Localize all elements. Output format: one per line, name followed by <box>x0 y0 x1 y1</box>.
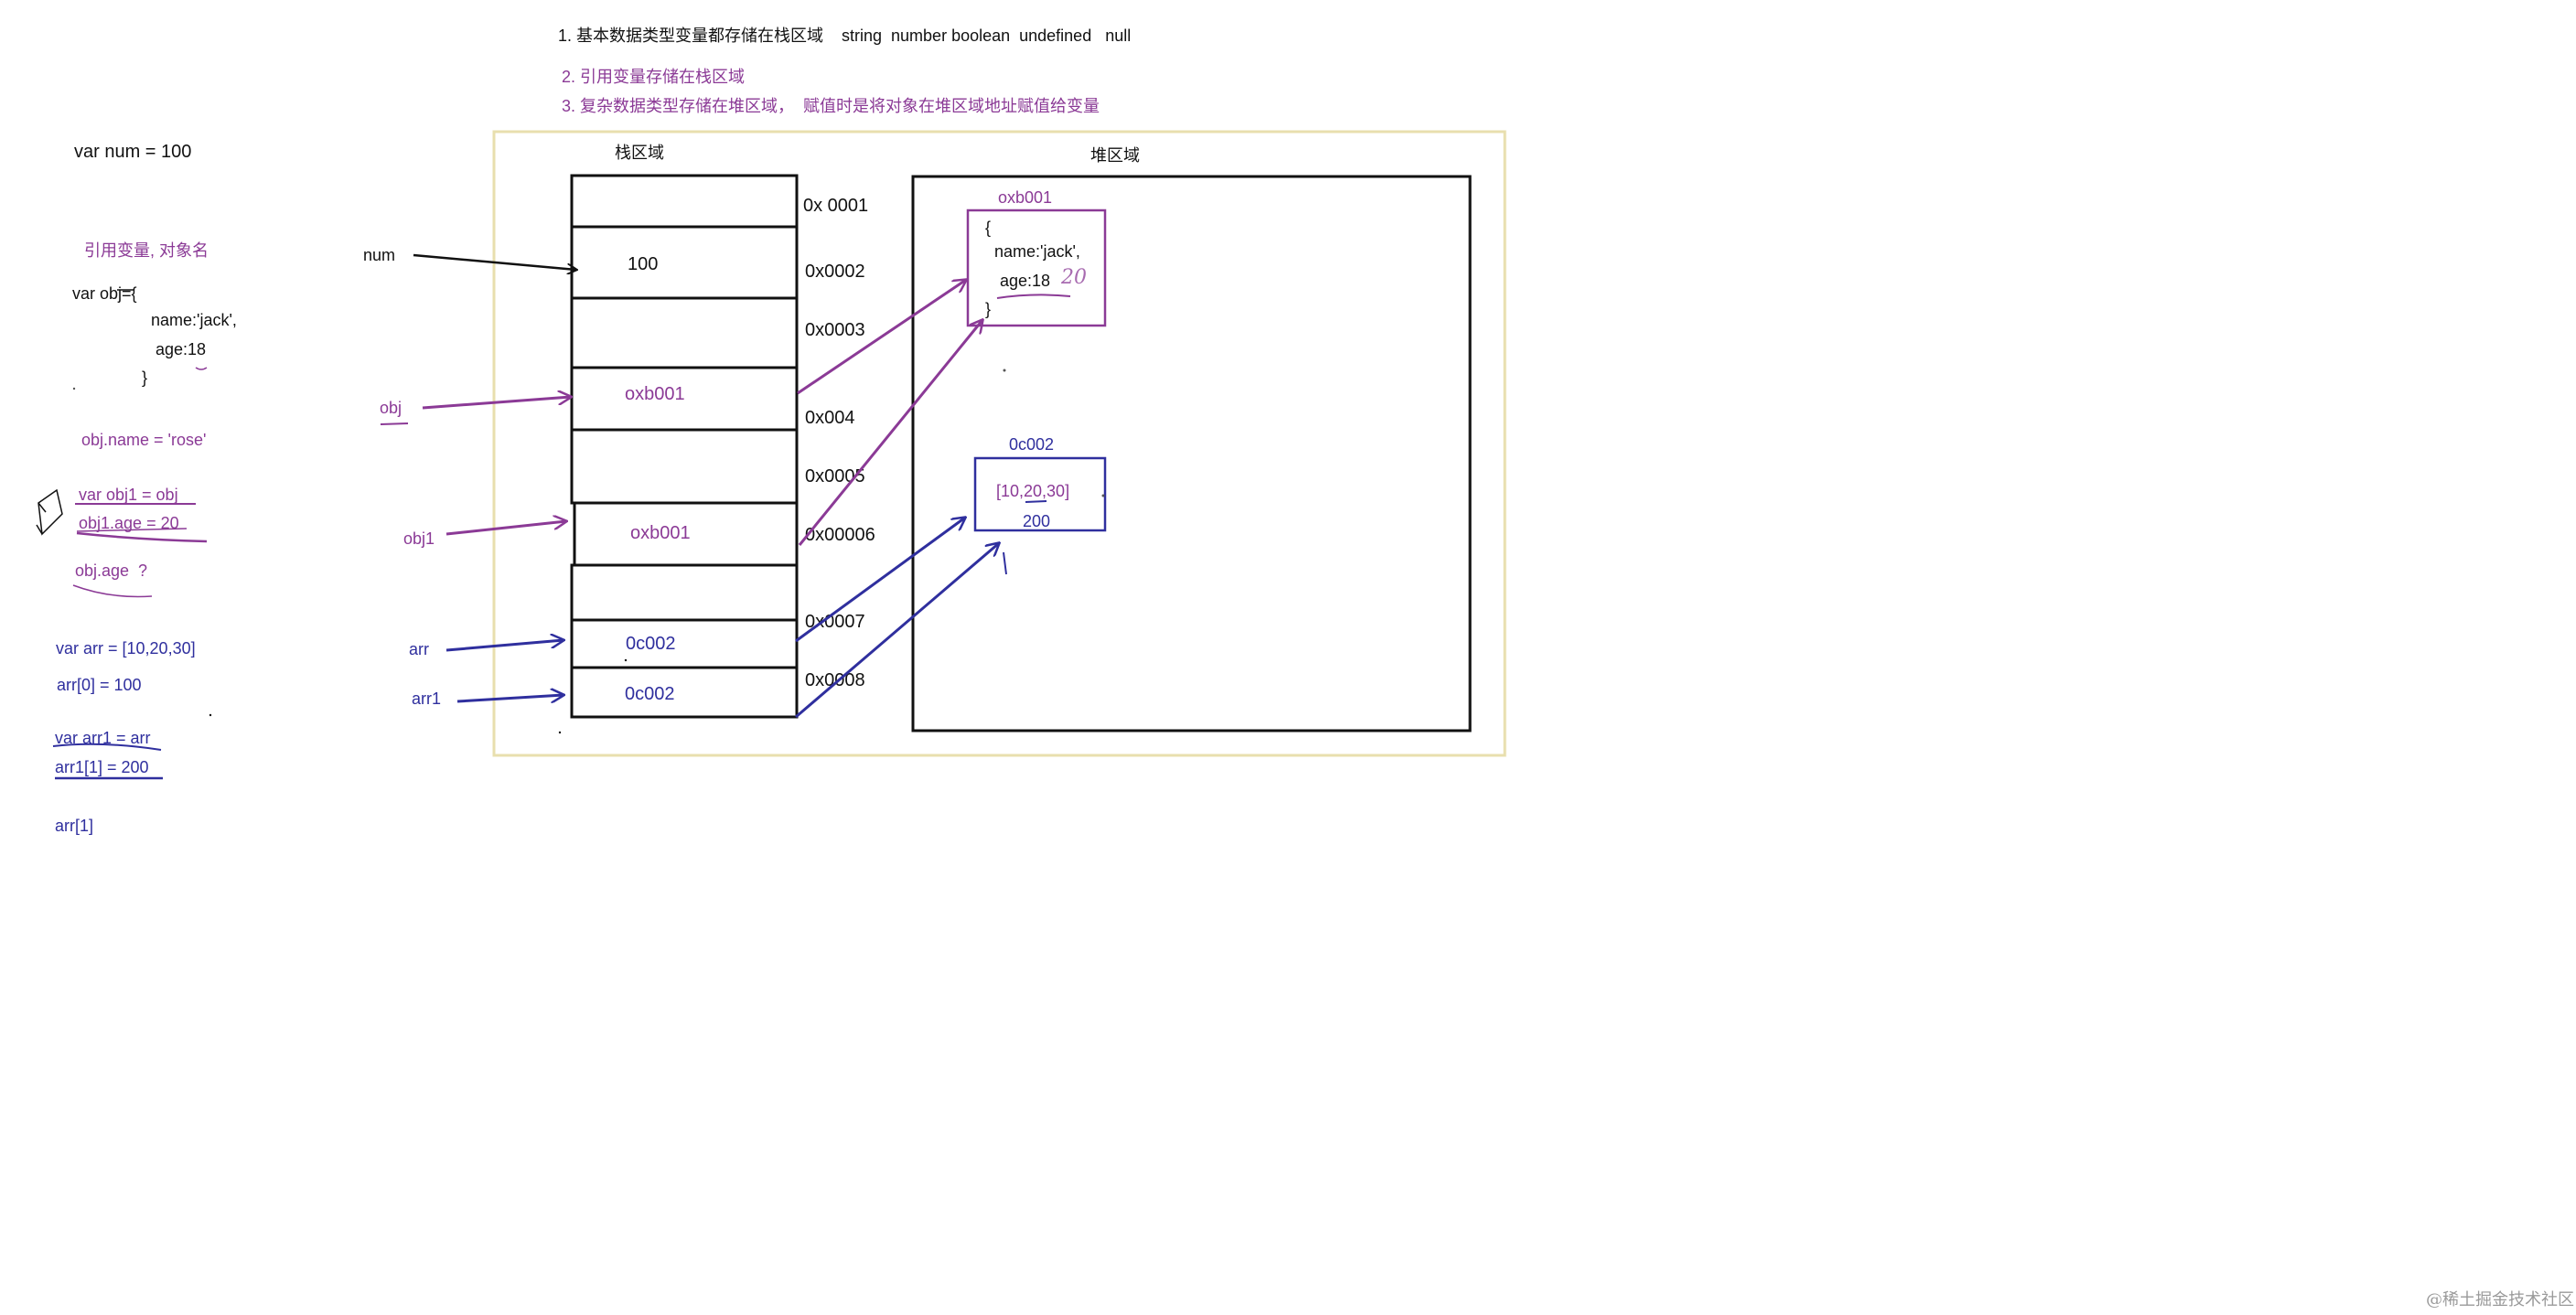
stack-cell-6 <box>573 501 799 567</box>
heap-array-box <box>973 456 1107 532</box>
code-obj-name-assign: obj.name = 'rose' <box>81 431 207 449</box>
var-label-obj1: obj1 <box>403 529 435 548</box>
stack-cell-1 <box>570 174 799 229</box>
code-obj1-age-assign: obj1.age = 20 <box>79 514 179 532</box>
code-ref-heading: 引用变量, 对象名 <box>84 241 209 260</box>
heap-area <box>911 175 1472 732</box>
stack-column <box>570 174 799 719</box>
arrow-obj-to-stack <box>422 397 571 410</box>
stack-cell-7 <box>570 563 799 622</box>
ink-dot <box>1101 494 1105 497</box>
stack-address-1: 0x 0001 <box>803 196 869 216</box>
heap-object-address: oxb001 <box>998 188 1053 207</box>
arrow-stack-arr1-to-heap <box>795 543 999 719</box>
arrow-arr1-to-stack <box>456 695 564 701</box>
stack-cell-5 <box>570 428 799 505</box>
heap-array-scribble-200: 200 <box>1023 512 1051 530</box>
stack-cell-4 <box>570 366 799 432</box>
heap-object-name: name:'jack', <box>994 242 1080 261</box>
stack-address-3: 0x0003 <box>805 320 865 340</box>
note-complex-on-heap: 3. 复杂数据类型存储在堆区域， 赋值时是将对象在堆区域地址赋值给变量 <box>562 97 1100 115</box>
code-arr0-assign: arr[0] = 100 <box>57 676 142 694</box>
code-arr1-query: arr[1] <box>55 817 94 835</box>
heap-array-underline <box>1025 500 1047 503</box>
heap-object-open-brace: { <box>985 219 992 237</box>
code-obj-line3: age:18 <box>156 340 207 358</box>
arrow-num-to-stack <box>413 253 576 270</box>
ink-dot <box>1003 369 1006 372</box>
stack-address-4: 0x004 <box>805 408 855 428</box>
arrow-stack-obj-to-heap <box>797 280 966 395</box>
code-num-decl: var num = 100 <box>74 142 192 162</box>
stack-address-6: 0x00006 <box>805 525 875 545</box>
var-label-arr: arr <box>409 640 429 658</box>
note-primitive-on-stack: 1. 基本数据类型变量都存储在栈区域 string number boolean… <box>558 27 1132 45</box>
heap-object-scribble-20: 20 <box>1061 266 1087 289</box>
heap-array-address: 0c002 <box>1009 435 1055 454</box>
memory-frame <box>492 130 1507 757</box>
code-obj-line4: } <box>142 369 148 387</box>
heap-object-age: age:18 <box>1000 272 1051 290</box>
var-label-num: num <box>363 246 396 264</box>
stack-cell-8 <box>570 618 799 669</box>
heap-object-close-brace: } <box>985 300 992 318</box>
pencil-icon <box>36 488 63 536</box>
note-reference-on-stack: 2. 引用变量存储在栈区域 <box>562 68 746 86</box>
var-label-obj: obj <box>380 399 402 417</box>
code-obj-line2: name:'jack', <box>151 311 237 329</box>
stack-cell-2 <box>570 225 799 300</box>
heap-object-box <box>966 208 1107 327</box>
code-arr-decl: var arr = [10,20,30] <box>56 639 196 658</box>
var-label-arr1: arr1 <box>412 690 442 708</box>
arrow-stack-arr-to-heap <box>795 518 965 643</box>
stack-cell-value-6: oxb001 <box>630 523 691 543</box>
code-obj1-decl: var obj1 = obj <box>79 486 178 504</box>
stack-cell-3 <box>570 296 799 369</box>
code-obj-age-query: obj.age ? <box>75 561 148 580</box>
stack-address-2: 0x0002 <box>805 262 865 282</box>
stack-cell-9 <box>570 666 799 719</box>
code-arr1-decl: var arr1 = arr <box>55 729 151 747</box>
stack-cell-value-9: 0c002 <box>625 684 675 704</box>
arrow-obj1-to-stack <box>445 521 566 536</box>
arrow-stack-obj1-to-heap <box>798 320 982 546</box>
watermark: @稀土掘金技术社区 <box>2426 1290 2574 1310</box>
heap-array-value: [10,20,30] <box>996 482 1070 500</box>
stack-cell-value-2: 100 <box>628 254 659 274</box>
stack-address-9: 0x0008 <box>805 670 865 690</box>
stack-cell-value-4: oxb001 <box>625 384 685 404</box>
stack-address-7: 0x0007 <box>805 612 865 632</box>
stack-title: 栈区域 <box>615 144 664 162</box>
code-arr1-1-assign: arr1[1] = 200 <box>55 758 149 776</box>
heap-age-underline <box>996 294 1071 299</box>
heap-title: 堆区域 <box>1090 146 1140 165</box>
stack-cell-value-8: 0c002 <box>626 634 676 654</box>
arrow-arr-to-stack <box>445 640 564 652</box>
